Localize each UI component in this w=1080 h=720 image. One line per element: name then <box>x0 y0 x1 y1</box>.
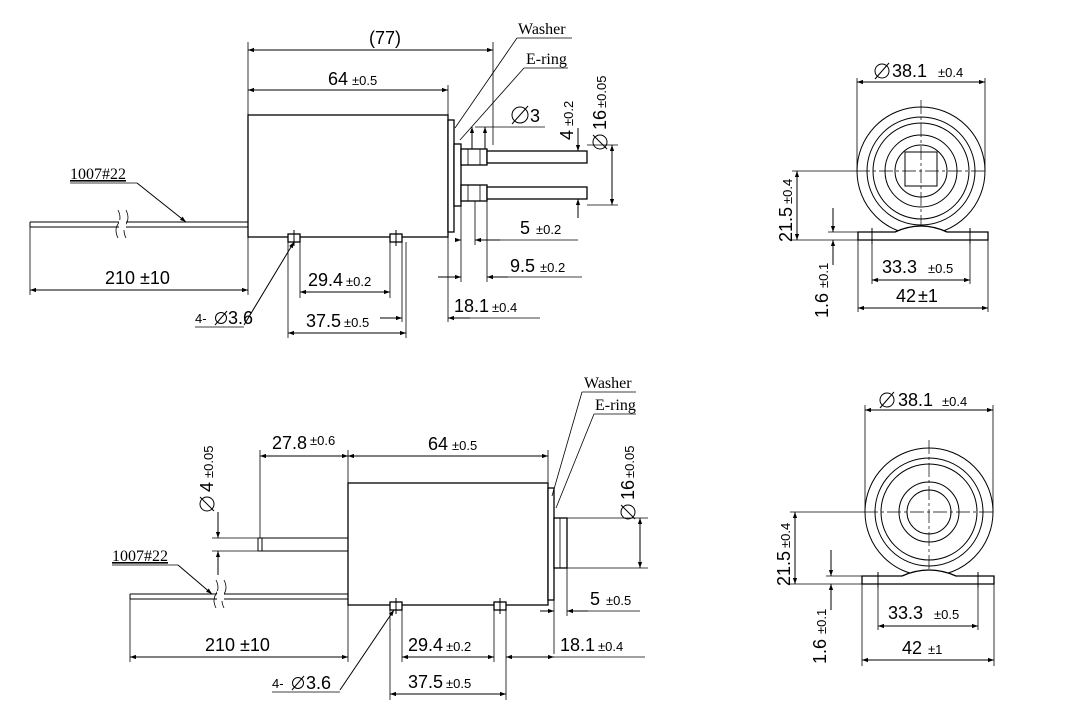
svg-text:4-: 4- <box>195 311 207 326</box>
stroke-value: 5 <box>590 589 600 609</box>
body-length-tol: ±0.5 <box>452 438 477 453</box>
plate-thickness-value: 1.6 <box>810 639 830 664</box>
hole-spacing-tol: ±0.2 <box>346 274 371 289</box>
d181-value: 18.1 <box>454 296 489 316</box>
od-value: 16 <box>618 480 638 500</box>
d181-tol: ±0.4 <box>598 639 623 654</box>
end-holes-value: 33.3 <box>888 603 923 623</box>
pin-height-tol: ±0.2 <box>561 101 576 126</box>
d278-value: 27.8 <box>272 433 307 453</box>
lead-length-value: 210 <box>205 635 235 655</box>
od-value: 16 <box>590 110 610 130</box>
washer <box>453 143 462 207</box>
lead-length-value: 210 <box>105 268 135 288</box>
plate-thickness-tol: ±0.1 <box>814 609 829 634</box>
d95-value: 9.5 <box>510 256 535 276</box>
svg-text:38.1: 38.1 <box>898 390 933 410</box>
mount-hole-label: 4- 3.6 <box>195 308 253 328</box>
d375-tol: ±0.5 <box>446 676 471 691</box>
svg-text:3.6: 3.6 <box>306 673 331 693</box>
svg-text:38.1: 38.1 <box>892 61 927 81</box>
shaft-dia-tol: ±0.05 <box>201 446 216 478</box>
hole-spacing-tol: ±0.2 <box>446 639 471 654</box>
dia-3-label: 3 <box>511 105 540 126</box>
body-length-value: 64 <box>428 434 448 454</box>
flange <box>547 487 555 601</box>
svg-text:3.6: 3.6 <box>228 308 253 328</box>
d181-value: 18.1 <box>560 635 595 655</box>
end-holes-tol: ±0.5 <box>928 261 953 276</box>
end-height-tol: ±0.4 <box>780 179 795 204</box>
washer-label: Washer <box>518 21 566 38</box>
end-width-value: 42 <box>896 286 916 306</box>
d375-value: 37.5 <box>306 311 341 331</box>
od-tol: ±0.05 <box>594 76 609 108</box>
wire-spec-label: 1007#22 <box>70 166 126 183</box>
top-side-view: (77) 64 ±0.5 Washer E-ring 3 4 ±0.2 16 ±… <box>29 21 618 338</box>
end-holes-value: 33.3 <box>882 257 917 277</box>
pin-height-value: 4 <box>557 130 577 140</box>
flange <box>447 119 455 233</box>
end-height-value: 21.5 <box>776 207 796 242</box>
svg-text:±0.4: ±0.4 <box>938 65 963 80</box>
svg-text:4-: 4- <box>272 676 284 691</box>
washer-label: Washer <box>584 375 632 392</box>
hole-spacing-value: 29.4 <box>308 270 343 290</box>
svg-text:±0.4: ±0.4 <box>942 394 967 409</box>
plunger-end <box>553 517 568 569</box>
plate-thickness-value: 1.6 <box>812 293 832 318</box>
end-width-value: 42 <box>902 638 922 658</box>
mount-hole-label: 4- 3.6 <box>272 673 331 693</box>
bottom-side-view: Washer E-ring 4 ±0.05 27.8 ±0.6 64 ±0.5 … <box>112 375 648 700</box>
end-dia-label: 38.1 ±0.4 <box>874 61 963 81</box>
svg-text:3: 3 <box>530 106 540 126</box>
end-dia-label: 38.1 ±0.4 <box>879 390 967 410</box>
od-tol: ±0.05 <box>622 446 637 478</box>
d375-value: 37.5 <box>408 672 443 692</box>
stroke-value: 5 <box>520 218 530 238</box>
ering-label: E-ring <box>595 397 636 414</box>
end-width-tol: ±1 <box>918 286 938 306</box>
base-plate <box>861 569 995 585</box>
solenoid-body <box>247 114 449 238</box>
solenoid-body <box>347 482 549 606</box>
base-plate <box>857 225 989 241</box>
lead-length-tol: ±10 <box>140 268 170 288</box>
ering-label: E-ring <box>526 51 567 68</box>
pin-upper <box>460 148 488 166</box>
d278-tol: ±0.6 <box>310 433 335 448</box>
shaft-dia-value: 4 <box>197 482 217 492</box>
d95-tol: ±0.2 <box>540 260 565 275</box>
body-length-value: 64 <box>328 69 348 89</box>
pin-lower <box>460 184 488 202</box>
stroke-tol: ±0.5 <box>606 593 631 608</box>
wire-spec-label: 1007#22 <box>112 548 168 565</box>
end-height-value: 21.5 <box>774 551 794 586</box>
d181-tol: ±0.4 <box>492 300 517 315</box>
stroke-tol: ±0.2 <box>536 222 561 237</box>
bottom-end-view: 38.1 ±0.4 21.5 ±0.4 1.6 ±0.1 33.3 ±0.5 4… <box>774 390 995 666</box>
d375-tol: ±0.5 <box>344 315 369 330</box>
plate-thickness-tol: ±0.1 <box>816 263 831 288</box>
end-holes-tol: ±0.5 <box>934 607 959 622</box>
hole-spacing-value: 29.4 <box>408 635 443 655</box>
top-end-view: 38.1 ±0.4 21.5 ±0.4 1.6 ±0.1 33.3 ±0.5 4… <box>776 61 989 318</box>
lead-length-tol: ±10 <box>240 635 270 655</box>
end-width-tol: ±1 <box>928 642 942 657</box>
body-length-tol: ±0.5 <box>352 73 377 88</box>
end-height-tol: ±0.4 <box>778 523 793 548</box>
overall-length-label: (77) <box>369 28 401 48</box>
